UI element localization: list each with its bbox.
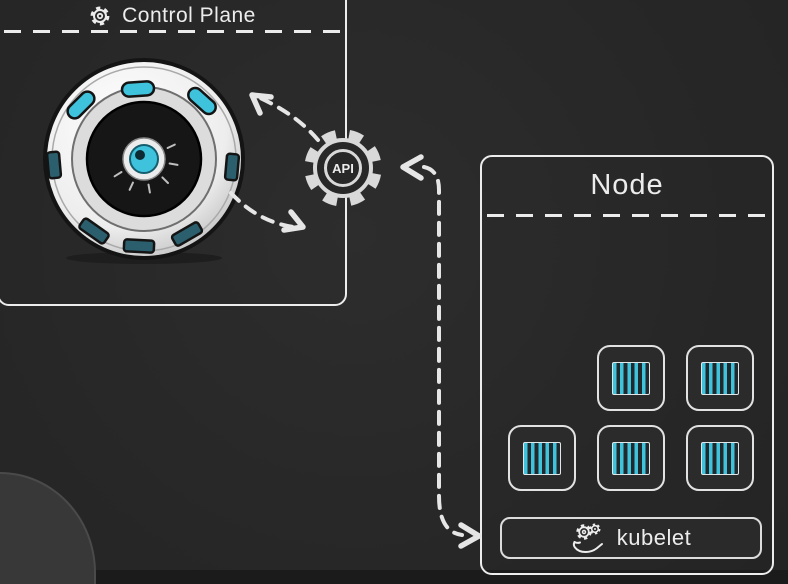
container-icon xyxy=(597,345,665,411)
container-grid xyxy=(482,345,772,491)
api-label: API xyxy=(332,161,354,176)
api-gear-icon: API xyxy=(304,129,382,207)
node-title: Node xyxy=(590,169,664,201)
container-icon xyxy=(686,345,754,411)
container-bars-icon xyxy=(523,441,561,475)
container-bars-icon xyxy=(701,361,739,395)
control-plane-title: Control Plane xyxy=(0,2,345,30)
node-title-separator xyxy=(487,214,767,217)
container-bars-icon xyxy=(612,361,650,395)
gears-hand-icon xyxy=(572,523,603,553)
kubelet-label: kubelet xyxy=(616,525,692,550)
kubelet-box: kubelet xyxy=(500,517,762,559)
api-gear: API xyxy=(295,120,391,221)
gear-icon xyxy=(90,6,110,26)
container-row-bottom xyxy=(508,425,754,491)
container-row-top xyxy=(597,345,754,411)
control-plane-wheel-illustration xyxy=(43,58,245,264)
wheel-teal-marks xyxy=(45,150,241,254)
arrow-kubelet-watch-api xyxy=(400,154,482,549)
container-bars-icon xyxy=(612,441,650,475)
wheel-cyan-capsules xyxy=(66,80,217,120)
control-plane-title-text: Control Plane xyxy=(122,4,256,27)
hub-tick-marks xyxy=(113,143,179,194)
bottom-left-curve xyxy=(0,472,96,584)
container-icon xyxy=(508,425,576,491)
container-icon xyxy=(686,425,754,491)
control-plane-title-separator xyxy=(4,30,340,33)
container-icon xyxy=(597,425,665,491)
container-bars-icon xyxy=(701,441,739,475)
node-box: Node xyxy=(480,155,774,575)
